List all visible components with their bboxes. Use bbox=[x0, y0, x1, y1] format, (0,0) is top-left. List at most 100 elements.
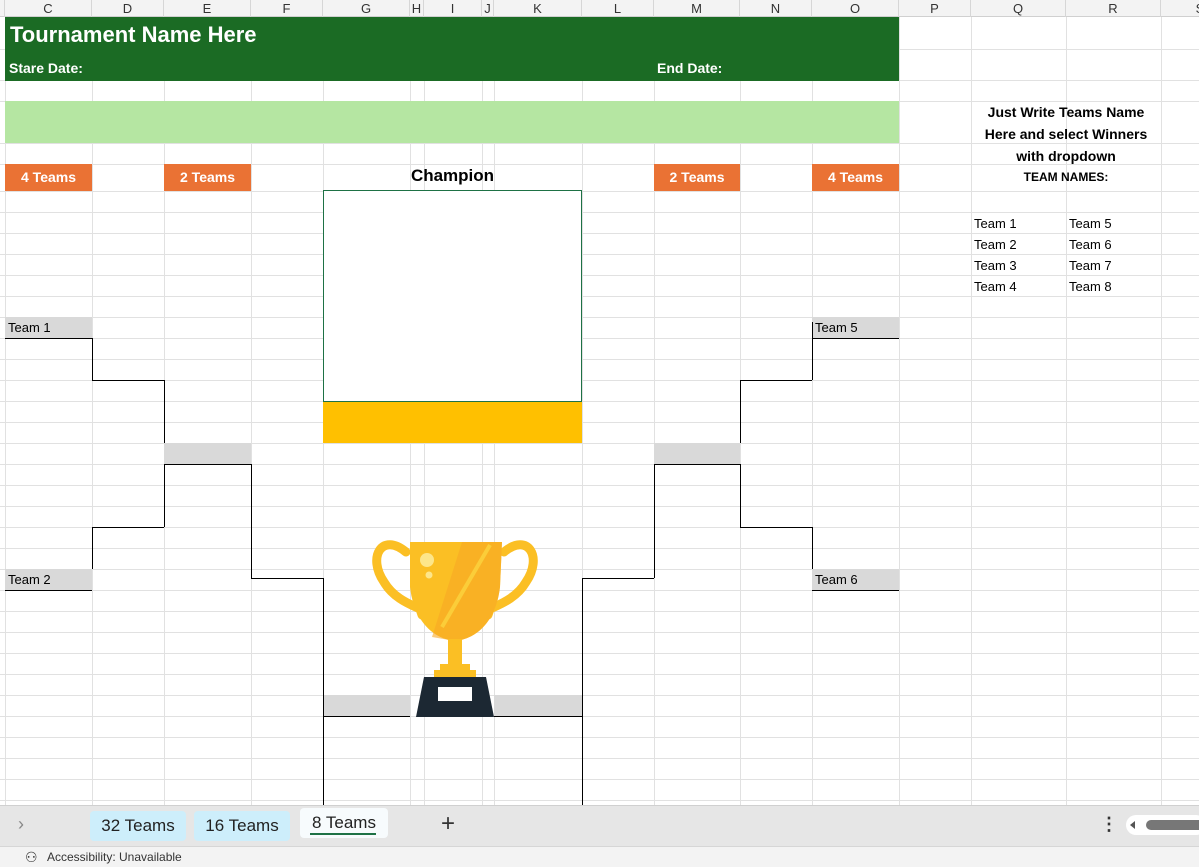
grid-line bbox=[0, 695, 1199, 696]
grid-line bbox=[0, 254, 1199, 255]
column-header-K[interactable]: K bbox=[494, 0, 582, 17]
column-header-B[interactable]: B bbox=[0, 0, 5, 17]
grid-line bbox=[0, 212, 1199, 213]
tab-32-teams[interactable]: 32 Teams bbox=[90, 811, 186, 841]
grid-line bbox=[0, 401, 1199, 402]
grid-line bbox=[0, 359, 1199, 360]
accessibility-status[interactable]: Accessibility: Unavailable bbox=[47, 850, 182, 864]
tournament-title: Tournament Name Here bbox=[10, 22, 257, 47]
team-name-cell[interactable]: Team 1 bbox=[974, 216, 1017, 231]
bracket-connector bbox=[812, 338, 899, 339]
grid-line bbox=[0, 653, 1199, 654]
bracket-connector bbox=[740, 380, 741, 443]
column-header-H[interactable]: H bbox=[410, 0, 424, 17]
grid-line bbox=[654, 17, 655, 805]
scrollbar-thumb[interactable] bbox=[1146, 820, 1199, 830]
bracket-connector bbox=[812, 322, 813, 380]
grid-line bbox=[0, 275, 1199, 276]
column-header-R[interactable]: R bbox=[1066, 0, 1161, 17]
cell-grid[interactable] bbox=[0, 17, 1199, 805]
champion-box[interactable] bbox=[323, 190, 582, 402]
scroll-tabs-right-icon[interactable]: › bbox=[18, 814, 24, 834]
champion-name-cell[interactable] bbox=[323, 402, 582, 443]
grid-line bbox=[0, 527, 1199, 528]
bracket-connector bbox=[251, 464, 252, 578]
bracket-connector bbox=[164, 464, 251, 465]
bracket-connector bbox=[92, 338, 93, 380]
bracket-connector bbox=[740, 464, 741, 527]
left-semi-winner-slot[interactable] bbox=[164, 443, 251, 464]
column-header-O[interactable]: O bbox=[812, 0, 899, 17]
column-header-Q[interactable]: Q bbox=[971, 0, 1066, 17]
bracket-connector bbox=[92, 527, 93, 569]
grid-line bbox=[582, 17, 583, 805]
sheet-tab-bar: › 32 Teams 16 Teams 8 Teams + ⋮ bbox=[0, 805, 1199, 846]
bracket-connector bbox=[5, 590, 92, 591]
team-name-cell[interactable]: Team 8 bbox=[1069, 279, 1112, 294]
grid-line bbox=[0, 338, 1199, 339]
team5-slot[interactable]: Team 5 bbox=[812, 317, 899, 338]
team-names-label: TEAM NAMES: bbox=[1023, 170, 1109, 184]
scroll-left-icon[interactable] bbox=[1130, 821, 1135, 829]
final-right-slot[interactable] bbox=[494, 695, 582, 716]
active-tab-underline bbox=[310, 833, 376, 835]
grid-line bbox=[0, 296, 1199, 297]
status-bar: ⚇ Accessibility: Unavailable bbox=[0, 846, 1199, 867]
bracket-connector bbox=[494, 716, 582, 717]
more-options-icon[interactable]: ⋮ bbox=[1100, 814, 1118, 834]
grid-line bbox=[0, 164, 1199, 165]
grid-line bbox=[5, 17, 6, 805]
team-name-cell[interactable]: Team 5 bbox=[1069, 216, 1112, 231]
column-header-N[interactable]: N bbox=[740, 0, 812, 17]
grid-line bbox=[899, 17, 900, 805]
column-header-S[interactable]: S bbox=[1161, 0, 1199, 17]
team2-slot[interactable]: Team 2 bbox=[5, 569, 92, 590]
column-header-F[interactable]: F bbox=[251, 0, 323, 17]
trophy-icon bbox=[372, 540, 538, 717]
bracket-connector bbox=[654, 464, 655, 578]
end-date-label: End Date: bbox=[657, 60, 723, 76]
tab-16-teams[interactable]: 16 Teams bbox=[194, 811, 290, 841]
grid-line bbox=[0, 800, 1199, 801]
round-label-right-4: 4 Teams bbox=[812, 164, 899, 191]
bracket-connector bbox=[740, 380, 812, 381]
grid-line bbox=[0, 485, 1199, 486]
tab-8-teams[interactable]: 8 Teams bbox=[300, 808, 388, 838]
column-header-J[interactable]: J bbox=[482, 0, 494, 17]
team-name-cell[interactable]: Team 2 bbox=[974, 237, 1017, 252]
grid-line bbox=[0, 143, 1199, 144]
column-header-E[interactable]: E bbox=[164, 0, 251, 17]
bracket-connector bbox=[654, 464, 740, 465]
column-header-C[interactable]: C bbox=[5, 0, 92, 17]
team-name-cell[interactable]: Team 3 bbox=[974, 258, 1017, 273]
bracket-connector bbox=[92, 380, 164, 381]
grid-line bbox=[0, 506, 1199, 507]
column-header-M[interactable]: M bbox=[654, 0, 740, 17]
column-header-D[interactable]: D bbox=[92, 0, 164, 17]
right-semi-winner-slot[interactable] bbox=[654, 443, 740, 464]
title-banner[interactable]: Tournament Name Here Stare Date: End Dat… bbox=[5, 17, 899, 81]
team1-slot[interactable]: Team 1 bbox=[5, 317, 92, 338]
bracket-connector bbox=[164, 380, 165, 443]
grid-line bbox=[0, 380, 1199, 381]
team-name-cell[interactable]: Team 7 bbox=[1069, 258, 1112, 273]
accessibility-icon[interactable]: ⚇ bbox=[25, 849, 38, 865]
subtitle-band[interactable] bbox=[5, 101, 899, 143]
grid-line bbox=[92, 17, 93, 805]
grid-line bbox=[0, 548, 1199, 549]
team-names-list-r: Team 5 Team 6 Team 7 Team 8 bbox=[1066, 213, 1161, 297]
column-header-L[interactable]: L bbox=[582, 0, 654, 17]
add-sheet-button[interactable]: + bbox=[441, 810, 456, 837]
horizontal-scrollbar[interactable] bbox=[1126, 815, 1199, 835]
team-name-cell[interactable]: Team 4 bbox=[974, 279, 1017, 294]
team-name-cell[interactable]: Team 6 bbox=[1069, 237, 1112, 252]
team-names-list-q: Team 1 Team 2 Team 3 Team 4 bbox=[971, 213, 1066, 297]
column-header-I[interactable]: I bbox=[424, 0, 482, 17]
bracket-connector bbox=[92, 527, 164, 528]
column-header-P[interactable]: P bbox=[899, 0, 971, 17]
grid-line bbox=[251, 17, 252, 805]
column-header-G[interactable]: G bbox=[323, 0, 410, 17]
grid-line bbox=[0, 737, 1199, 738]
final-left-slot[interactable] bbox=[323, 695, 410, 716]
team6-slot[interactable]: Team 6 bbox=[812, 569, 899, 590]
